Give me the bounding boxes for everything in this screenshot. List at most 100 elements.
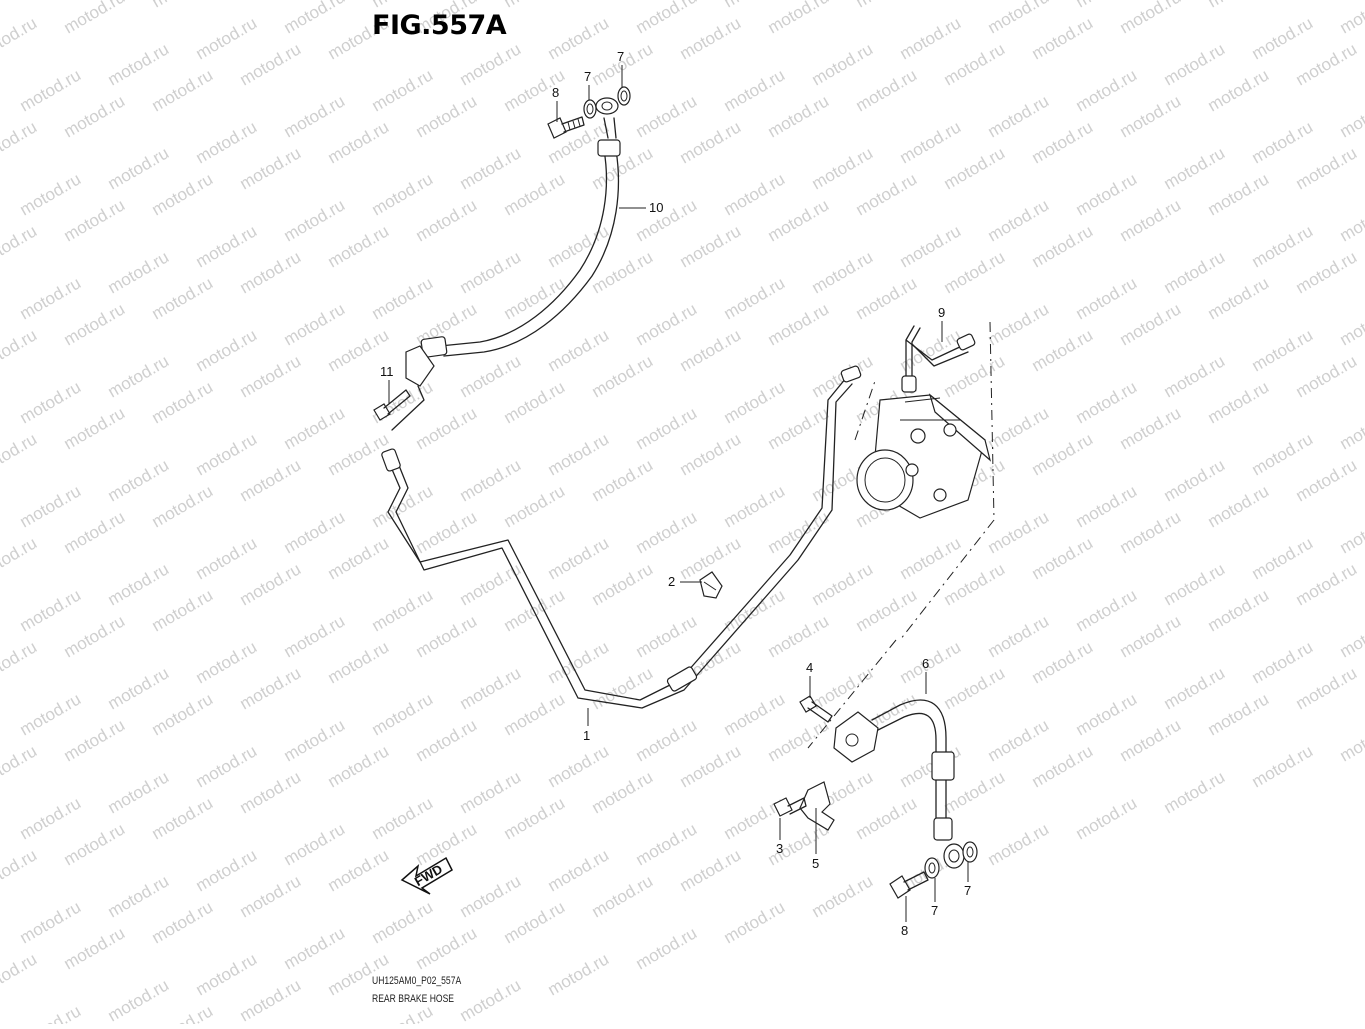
watermark-text: motod.ru [325,117,393,167]
watermark-text: motod.ru [941,559,1009,609]
watermark-text: motod.ru [1337,195,1365,245]
watermark-text: motod.ru [1337,715,1365,765]
watermark-text: motod.ru [809,247,877,297]
watermark-text: motod.ru [237,455,305,505]
watermark-text: motod.ru [721,169,789,219]
watermark-text: motod.ru [589,351,657,401]
watermark-text: motod.ru [1337,0,1365,37]
watermark-text: motod.ru [809,39,877,89]
watermark-text: motod.ru [897,13,965,63]
watermark-text: motod.ru [985,715,1053,765]
callout-8-bottom: 8 [901,923,908,938]
watermark-text: motod.ru [281,923,349,973]
watermark-text: motod.ru [1293,559,1361,609]
washer-7-bottom-a [925,858,939,878]
watermark-text: motod.ru [457,559,525,609]
watermark-text: motod.ru [61,507,129,557]
watermark-text: motod.ru [1249,221,1317,271]
watermark-text: motod.ru [149,585,217,635]
watermark-text: motod.ru [501,481,569,531]
watermark-text: motod.ru [369,897,437,947]
watermark-text: motod.ru [193,221,261,271]
banjo-fitting-bottom [944,844,964,868]
watermark-text: motod.ru [193,637,261,687]
watermark-text: motod.ru [545,221,613,271]
watermark-text: motod.ru [1029,13,1097,63]
watermark-text: motod.ru [765,715,833,765]
watermark-text: motod.ru [17,377,85,427]
watermark-text: motod.ru [149,169,217,219]
watermark-text: motod.ru [369,65,437,115]
watermark-text: motod.ru [853,793,921,843]
callout-6: 6 [922,656,929,671]
watermark-text: motod.ru [237,559,305,609]
watermark-text: motod.ru [545,741,613,791]
watermark-text: motod.ru [721,897,789,947]
watermark-text: motod.ru [105,871,173,921]
watermark-text: motod.ru [633,507,701,557]
callout-1: 1 [583,728,590,743]
callout-7-bottom-a: 7 [931,903,938,918]
watermark-text: motod.ru [1029,325,1097,375]
watermark-text: motod.ru [281,195,349,245]
watermark-text: motod.ru [413,403,481,453]
watermark-text: motod.ru [149,273,217,323]
watermark-text: motod.ru [501,897,569,947]
watermark-text: motod.ru [941,143,1009,193]
watermark-text: motod.ru [1205,273,1273,323]
watermark-text: motod.ru [1029,741,1097,791]
watermark-text: motod.ru [0,845,40,895]
watermark-text: motod.ru [633,91,701,141]
watermark-text: motod.ru [413,195,481,245]
watermark-text: motod.ru [105,455,173,505]
watermark-text: motod.ru [17,481,85,531]
watermark-text: motod.ru [633,611,701,661]
watermark-text: motod.ru [501,689,569,739]
watermark-text: motod.ru [1029,637,1097,687]
watermark-text: motod.ru [1073,377,1141,427]
watermark-text: motod.ru [149,481,217,531]
watermark-text: motod.ru [853,0,921,11]
watermark-text: motod.ru [1073,65,1141,115]
watermark-text: motod.ru [1117,299,1185,349]
watermark-text: motod.ru [17,65,85,115]
watermark-text: motod.ru [61,611,129,661]
watermark-text: motod.ru [0,221,40,271]
watermark-text: motod.ru [809,871,877,921]
watermark-text: motod.ru [237,351,305,401]
watermark-text: motod.ru [501,169,569,219]
watermark-text: motod.ru [545,13,613,63]
watermark-text: motod.ru [721,65,789,115]
watermark-text: motod.ru [1073,273,1141,323]
watermark-text: motod.ru [897,533,965,583]
watermark-text: motod.ru [765,0,833,37]
washer-7-top-a [584,100,596,118]
watermark-text: motod.ru [149,689,217,739]
watermark-text: motod.ru [941,663,1009,713]
watermark-text: motod.ru [633,403,701,453]
watermark-text: motod.ru [1161,663,1229,713]
watermark-text: motod.ru [369,169,437,219]
watermark-text: motod.ru [17,897,85,947]
watermark-text: motod.ru [985,507,1053,557]
watermark-text: motod.ru [281,91,349,141]
watermark-text: motod.ru [105,975,173,1024]
watermark-text: motod.ru [633,923,701,973]
watermark-text: motod.ru [0,325,40,375]
watermark-text: motod.ru [457,351,525,401]
watermark-text: motod.ru [677,221,745,271]
watermark-text: motod.ru [105,143,173,193]
watermark-text: motod.ru [105,351,173,401]
watermark-text: motod.ru [0,429,40,479]
watermark-text: motod.ru [369,585,437,635]
watermark-text: motod.ru [1073,689,1141,739]
callout-4: 4 [806,660,813,675]
watermark-text: motod.ru [1293,455,1361,505]
watermark-text: motod.ru [853,65,921,115]
watermark-text: motod.ru [457,767,525,817]
watermark-text: motod.ru [545,845,613,895]
watermark-text: motod.ru [237,871,305,921]
watermark-text: motod.ru [765,91,833,141]
banjo-fitting-top [596,98,618,114]
